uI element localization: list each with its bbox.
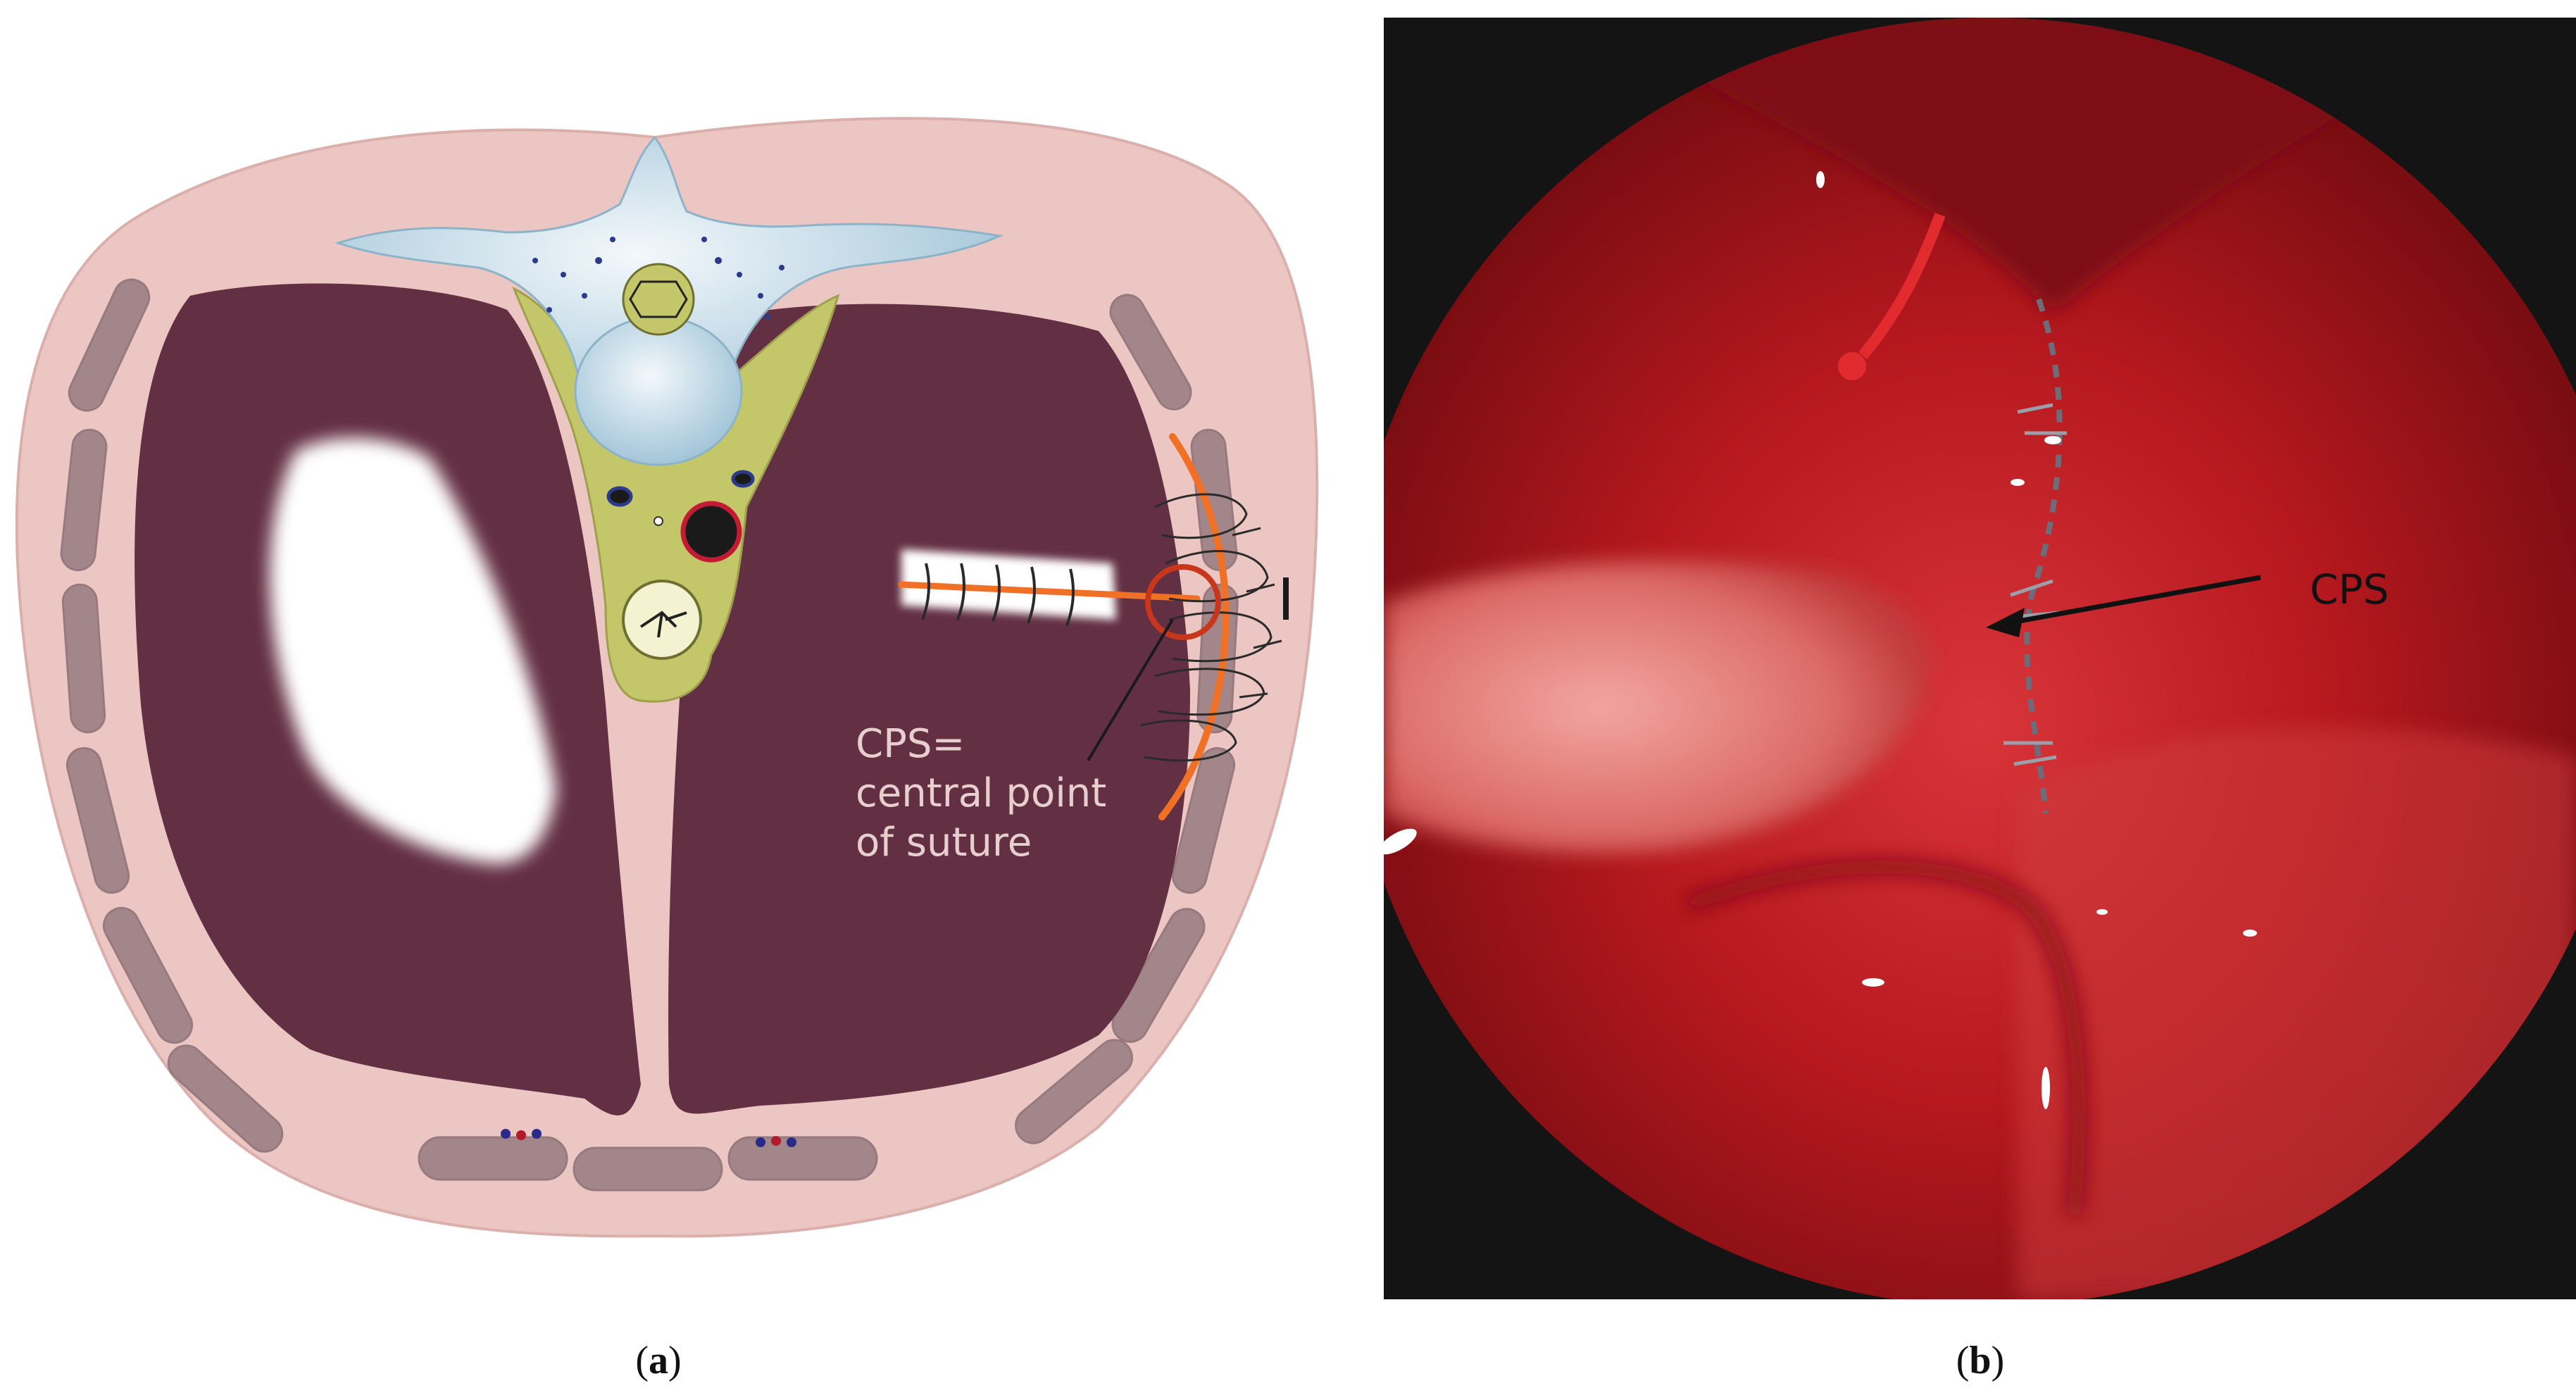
aorta [680,501,742,563]
right-rib-bands [1015,294,1239,1144]
left-rib-bands [60,278,284,1153]
spinal-canal [622,263,695,336]
cps-label-line-3: of suture [856,820,1032,865]
vertebral-body [574,315,743,466]
caption-a: (a) [588,1338,729,1383]
azygos-vein [606,486,633,507]
panel-a-schematic: CPS= central point of suture [15,117,1319,1238]
caption-a-open: ( [635,1339,649,1382]
panel-b-endoscopy: CPS [1379,18,2576,1299]
internal-thoracic-vessels [501,1129,796,1147]
resection-defect [901,549,1116,620]
staples [2003,403,2067,766]
cps-marker-circle [1145,564,1221,640]
thoracic-duct [654,516,663,526]
caption-b-close: ) [1991,1339,2005,1382]
thorax-cross-section-diagram: CPS= central point of suture [15,117,1319,1238]
caption-b-letter: b [1969,1339,1992,1382]
left-lung-cavity [269,437,556,864]
caption-b-open: ( [1956,1339,1970,1382]
sternum [418,1136,878,1192]
cps-arrow-line [2006,575,2261,626]
cps-label-line-2: central point [856,770,1106,816]
hemiazygos-vein [731,470,755,488]
specular-highlights [1379,171,2257,1109]
cps-label-line-1: CPS= [856,721,965,767]
caption-a-letter: a [649,1339,668,1382]
spinal-cord [629,280,688,318]
cps-arrow-head [1986,608,2025,637]
caption-b: (b) [1910,1338,2051,1383]
stitches [921,563,1075,626]
caption-a-close: ) [668,1339,682,1382]
cps-label: CPS [2310,565,2389,613]
suture-line-vertical [1158,433,1230,820]
suture-tag [1283,577,1289,620]
endoscopic-image: CPS [1379,18,2576,1299]
cps-pointer-line [1087,618,1174,762]
esophagus-lumen [639,611,687,638]
vertebra-dots [532,237,784,320]
endoscope-field [1379,18,2576,1299]
mucosal-fold [1384,560,1930,854]
right-lung [668,304,1190,1114]
suture-loops [1140,493,1282,762]
